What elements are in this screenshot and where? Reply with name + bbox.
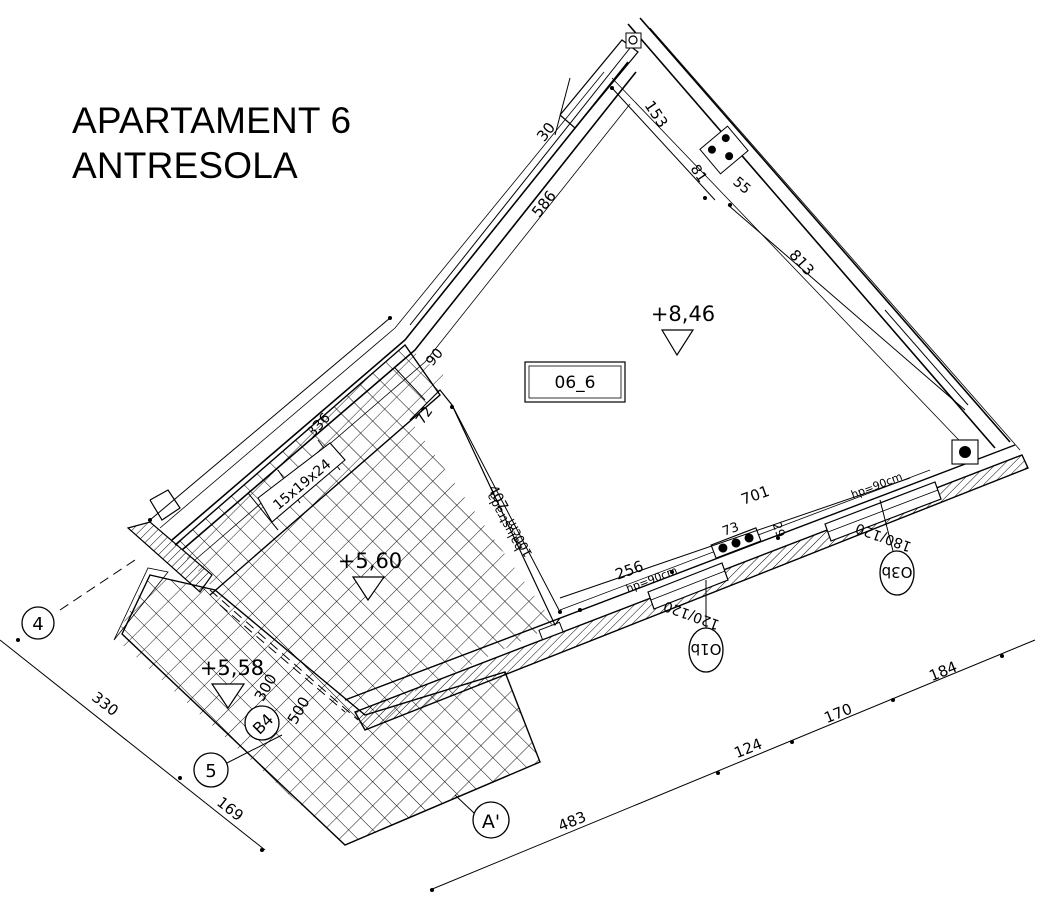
level-marker-main: +8,46 xyxy=(651,302,715,357)
level-terrace-value: +5,60 xyxy=(338,549,402,573)
level-lower-value: +5,58 xyxy=(200,656,264,680)
axis-marker-5: 5 xyxy=(193,734,283,788)
axis-marker-b4: B4 xyxy=(244,705,280,741)
dimension-ticks xyxy=(16,86,1004,892)
room-tag: 06_6 xyxy=(524,361,626,403)
staircase xyxy=(174,343,441,596)
axis-marker-a: A' xyxy=(454,794,510,839)
axis-a-label: A' xyxy=(482,811,500,833)
window-o1b-tag: O1b xyxy=(691,640,722,658)
window-o1b-size: 120/120 xyxy=(662,597,722,632)
axis-4-label: 4 xyxy=(32,614,43,635)
dim-73: 73 xyxy=(720,520,741,540)
axis-marker-4: 4 xyxy=(21,606,55,640)
dim-813: 813 xyxy=(785,246,818,279)
level-marker-terrace: +5,60 xyxy=(338,549,402,602)
dim-483: 483 xyxy=(555,808,588,835)
level-marker-lower: +5,58 xyxy=(200,656,264,710)
dim-124: 124 xyxy=(731,735,764,762)
dim-330: 330 xyxy=(88,688,122,720)
dim-701: 701 xyxy=(739,482,772,509)
dimension-lines xyxy=(0,47,1036,891)
dim-30: 30 xyxy=(533,119,559,145)
plan-title-level: ANTRESOLA xyxy=(72,145,298,186)
room-code: 06_6 xyxy=(555,373,596,393)
dim-184: 184 xyxy=(926,658,959,685)
dim-55: 55 xyxy=(730,174,754,198)
level-main-value: +8,46 xyxy=(651,302,715,326)
dim-169: 169 xyxy=(213,793,247,825)
axis-5-label: 5 xyxy=(205,761,216,782)
dim-586: 586 xyxy=(528,187,560,221)
window-o3b-tag: O3b xyxy=(882,563,913,581)
window-tag-o3b: O3b 180/120 hp=90cm xyxy=(849,470,915,596)
dim-29: 29 xyxy=(770,520,788,539)
dim-170: 170 xyxy=(821,700,854,727)
plan-title-apartment: APARTAMENT 6 xyxy=(72,100,352,141)
dim-153: 153 xyxy=(641,97,672,131)
floor-outlets xyxy=(538,125,979,641)
dim-81: 81 xyxy=(687,162,710,186)
window-o1b xyxy=(647,562,729,610)
dashed-edge-lines xyxy=(59,559,359,721)
